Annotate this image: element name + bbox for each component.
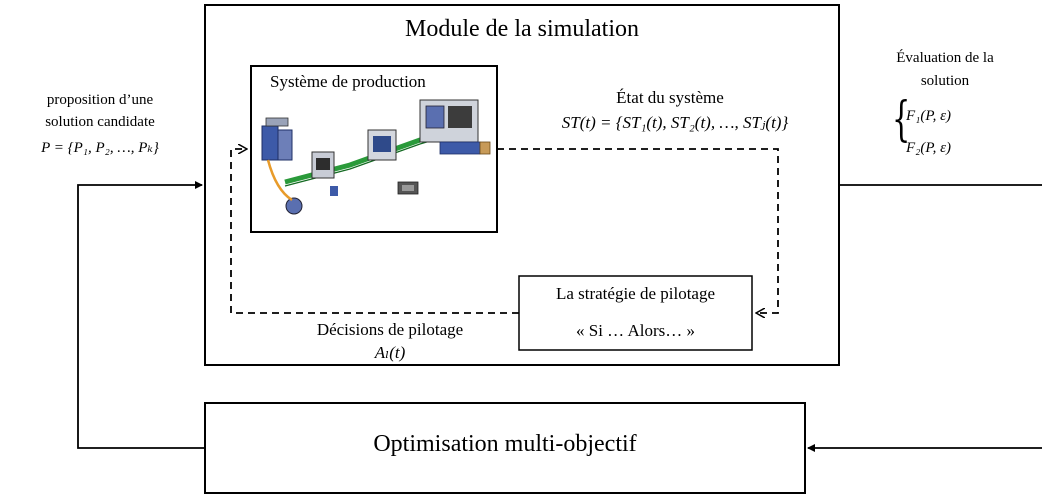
- production-system-title: Système de production: [270, 72, 426, 91]
- evaluation-label-line2: solution: [920, 73, 970, 89]
- simulation-module-title: Module de la simulation: [405, 16, 639, 42]
- decisions-formula: Aₗ(t): [374, 343, 406, 362]
- evaluation-label-line1: Évaluation de la: [896, 50, 994, 66]
- candidate-label-line2: solution candidate: [45, 114, 155, 130]
- evaluation-brace: {: [892, 91, 911, 147]
- optimization-title: Optimisation multi-objectif: [373, 431, 637, 457]
- evaluation-f1: F₁(P, ε): [906, 108, 952, 124]
- system-state-formula: ST(t) = {ST₁(t), ST₂(t), …, STⱼ(t)}: [561, 113, 789, 132]
- evaluation-f2: F₂(P, ε): [906, 140, 952, 156]
- decision-arrow: [230, 149, 519, 314]
- candidate-formula: P = {P₁, P₂, …, Pₖ}: [41, 140, 159, 156]
- state-feedback-arrow: [497, 148, 779, 313]
- strategy-rule: « Si … Alors… »: [575, 321, 696, 340]
- simulation-module-box: [204, 4, 840, 366]
- strategy-title: La stratégie de pilotage: [555, 284, 716, 303]
- decisions-label: Décisions de pilotage: [316, 320, 464, 339]
- production-line-illustration: [261, 99, 491, 215]
- candidate-input-arrow: [77, 181, 205, 449]
- system-state-label: État du système: [616, 88, 724, 107]
- candidate-label-line1: proposition d’une: [46, 92, 154, 108]
